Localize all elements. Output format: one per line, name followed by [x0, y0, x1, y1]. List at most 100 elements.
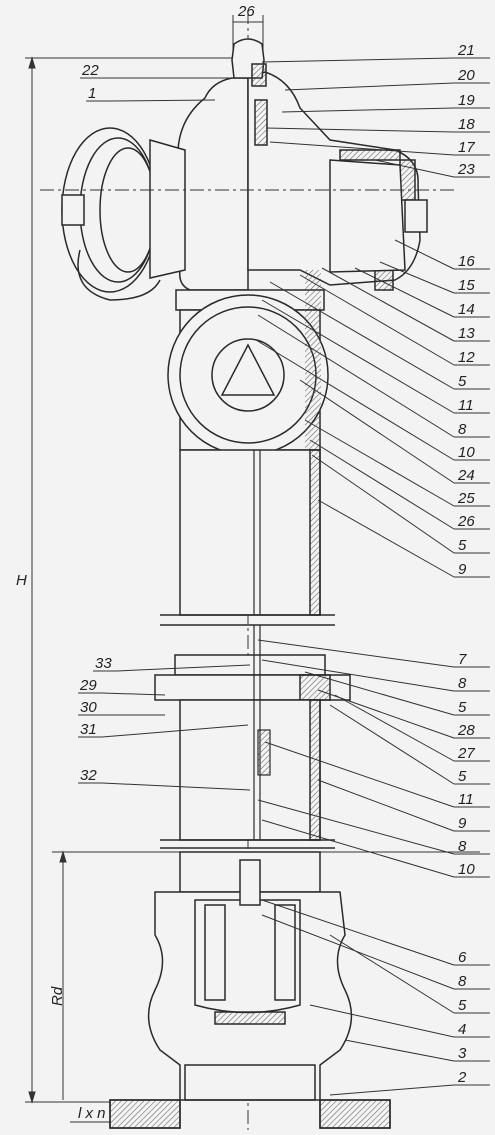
leader-line	[264, 741, 455, 808]
label-4: 4	[458, 1021, 466, 1038]
leader-line	[281, 107, 455, 113]
leader-line	[269, 141, 455, 156]
leader-line	[101, 782, 251, 791]
label-5c: 5	[458, 699, 467, 716]
label-18: 18	[458, 116, 475, 133]
label-10a: 10	[458, 444, 475, 461]
label-31: 31	[80, 721, 97, 738]
label-9a: 9	[458, 561, 467, 578]
label-10b: 10	[458, 861, 475, 878]
leader-line	[304, 671, 455, 716]
leader-line	[261, 57, 455, 63]
leader-line	[261, 914, 455, 990]
leader-line	[317, 779, 455, 832]
label-5a: 5	[458, 373, 467, 390]
label-5b: 5	[458, 537, 467, 554]
label-30: 30	[80, 699, 97, 716]
leader-line	[309, 439, 455, 530]
leader-line	[255, 339, 455, 461]
label-24: 24	[457, 467, 475, 484]
leader-line	[257, 799, 455, 855]
label-11a: 11	[458, 397, 474, 414]
label-13: 13	[458, 325, 475, 342]
label-27: 27	[457, 745, 475, 762]
label-19: 19	[458, 92, 475, 109]
label-8a: 8	[458, 421, 467, 438]
labels-left: 22 1 33 29 30 31 32	[79, 62, 112, 784]
leader-line	[354, 267, 455, 318]
label-28: 28	[457, 722, 475, 739]
label-16: 16	[458, 253, 475, 270]
labels-right: 21 20 19 18 17 23 16 15 14 13 12 5 11 8 …	[457, 42, 475, 1086]
label-33: 33	[95, 655, 112, 672]
top-width-label: 26	[237, 3, 255, 20]
label-7: 7	[458, 651, 467, 668]
label-12: 12	[458, 349, 475, 366]
label-11b: 11	[458, 791, 474, 808]
depth-label: Rd	[49, 986, 66, 1006]
label-2: 2	[457, 1069, 467, 1086]
label-26: 26	[457, 513, 475, 530]
leader-line	[374, 159, 455, 178]
leader-line	[321, 267, 455, 342]
label-3: 3	[458, 1045, 467, 1062]
leader-line	[101, 692, 166, 696]
leader-line	[344, 1039, 455, 1062]
leader-line	[317, 499, 455, 578]
leaders-left	[78, 77, 251, 791]
leader-line	[379, 261, 455, 294]
label-6: 6	[458, 949, 467, 966]
upper-body	[167, 270, 329, 456]
label-9b: 9	[458, 815, 467, 832]
leader-line	[257, 314, 455, 438]
leader-line	[329, 934, 455, 1014]
leader-line	[311, 454, 455, 554]
leader-line	[309, 1004, 455, 1038]
leader-line	[116, 664, 251, 672]
leader-line	[299, 274, 455, 366]
label-8d: 8	[458, 973, 467, 990]
label-5e: 5	[458, 997, 467, 1014]
leader-line	[329, 1084, 455, 1096]
label-21: 21	[457, 42, 475, 59]
label-8c: 8	[458, 838, 467, 855]
label-29: 29	[79, 677, 97, 694]
valve-rod	[253, 450, 271, 840]
leader-line	[334, 694, 455, 762]
label-5d: 5	[458, 768, 467, 785]
label-17: 17	[458, 139, 475, 156]
leader-line	[261, 299, 455, 414]
label-20: 20	[457, 67, 475, 84]
label-15: 15	[458, 277, 475, 294]
leader-line	[284, 82, 455, 91]
leader-line	[101, 724, 249, 738]
leader-line	[299, 379, 455, 484]
valve-body	[109, 859, 391, 1129]
left-outlet-cap	[61, 127, 186, 301]
leader-line	[269, 281, 455, 390]
height-dimension	[25, 56, 245, 1104]
bolt-spec-label: l x n	[78, 1105, 106, 1122]
leaders-right	[255, 57, 490, 1096]
label-23: 23	[457, 161, 475, 178]
leader-line	[265, 127, 455, 133]
label-32: 32	[80, 767, 97, 784]
leader-line	[261, 659, 455, 692]
leader-line	[329, 704, 455, 785]
leader-line	[261, 899, 455, 966]
leader-line	[109, 99, 216, 102]
label-1: 1	[88, 85, 96, 102]
height-label: H	[16, 572, 27, 589]
right-outlet-cap	[329, 159, 428, 273]
leader-line	[394, 239, 455, 270]
label-22: 22	[81, 62, 99, 79]
leader-line	[304, 419, 455, 507]
column-pipe	[154, 449, 351, 893]
leader-line	[261, 819, 455, 878]
leader-line	[257, 639, 455, 668]
label-14: 14	[458, 301, 475, 318]
label-25: 25	[457, 490, 475, 507]
label-8b: 8	[458, 675, 467, 692]
